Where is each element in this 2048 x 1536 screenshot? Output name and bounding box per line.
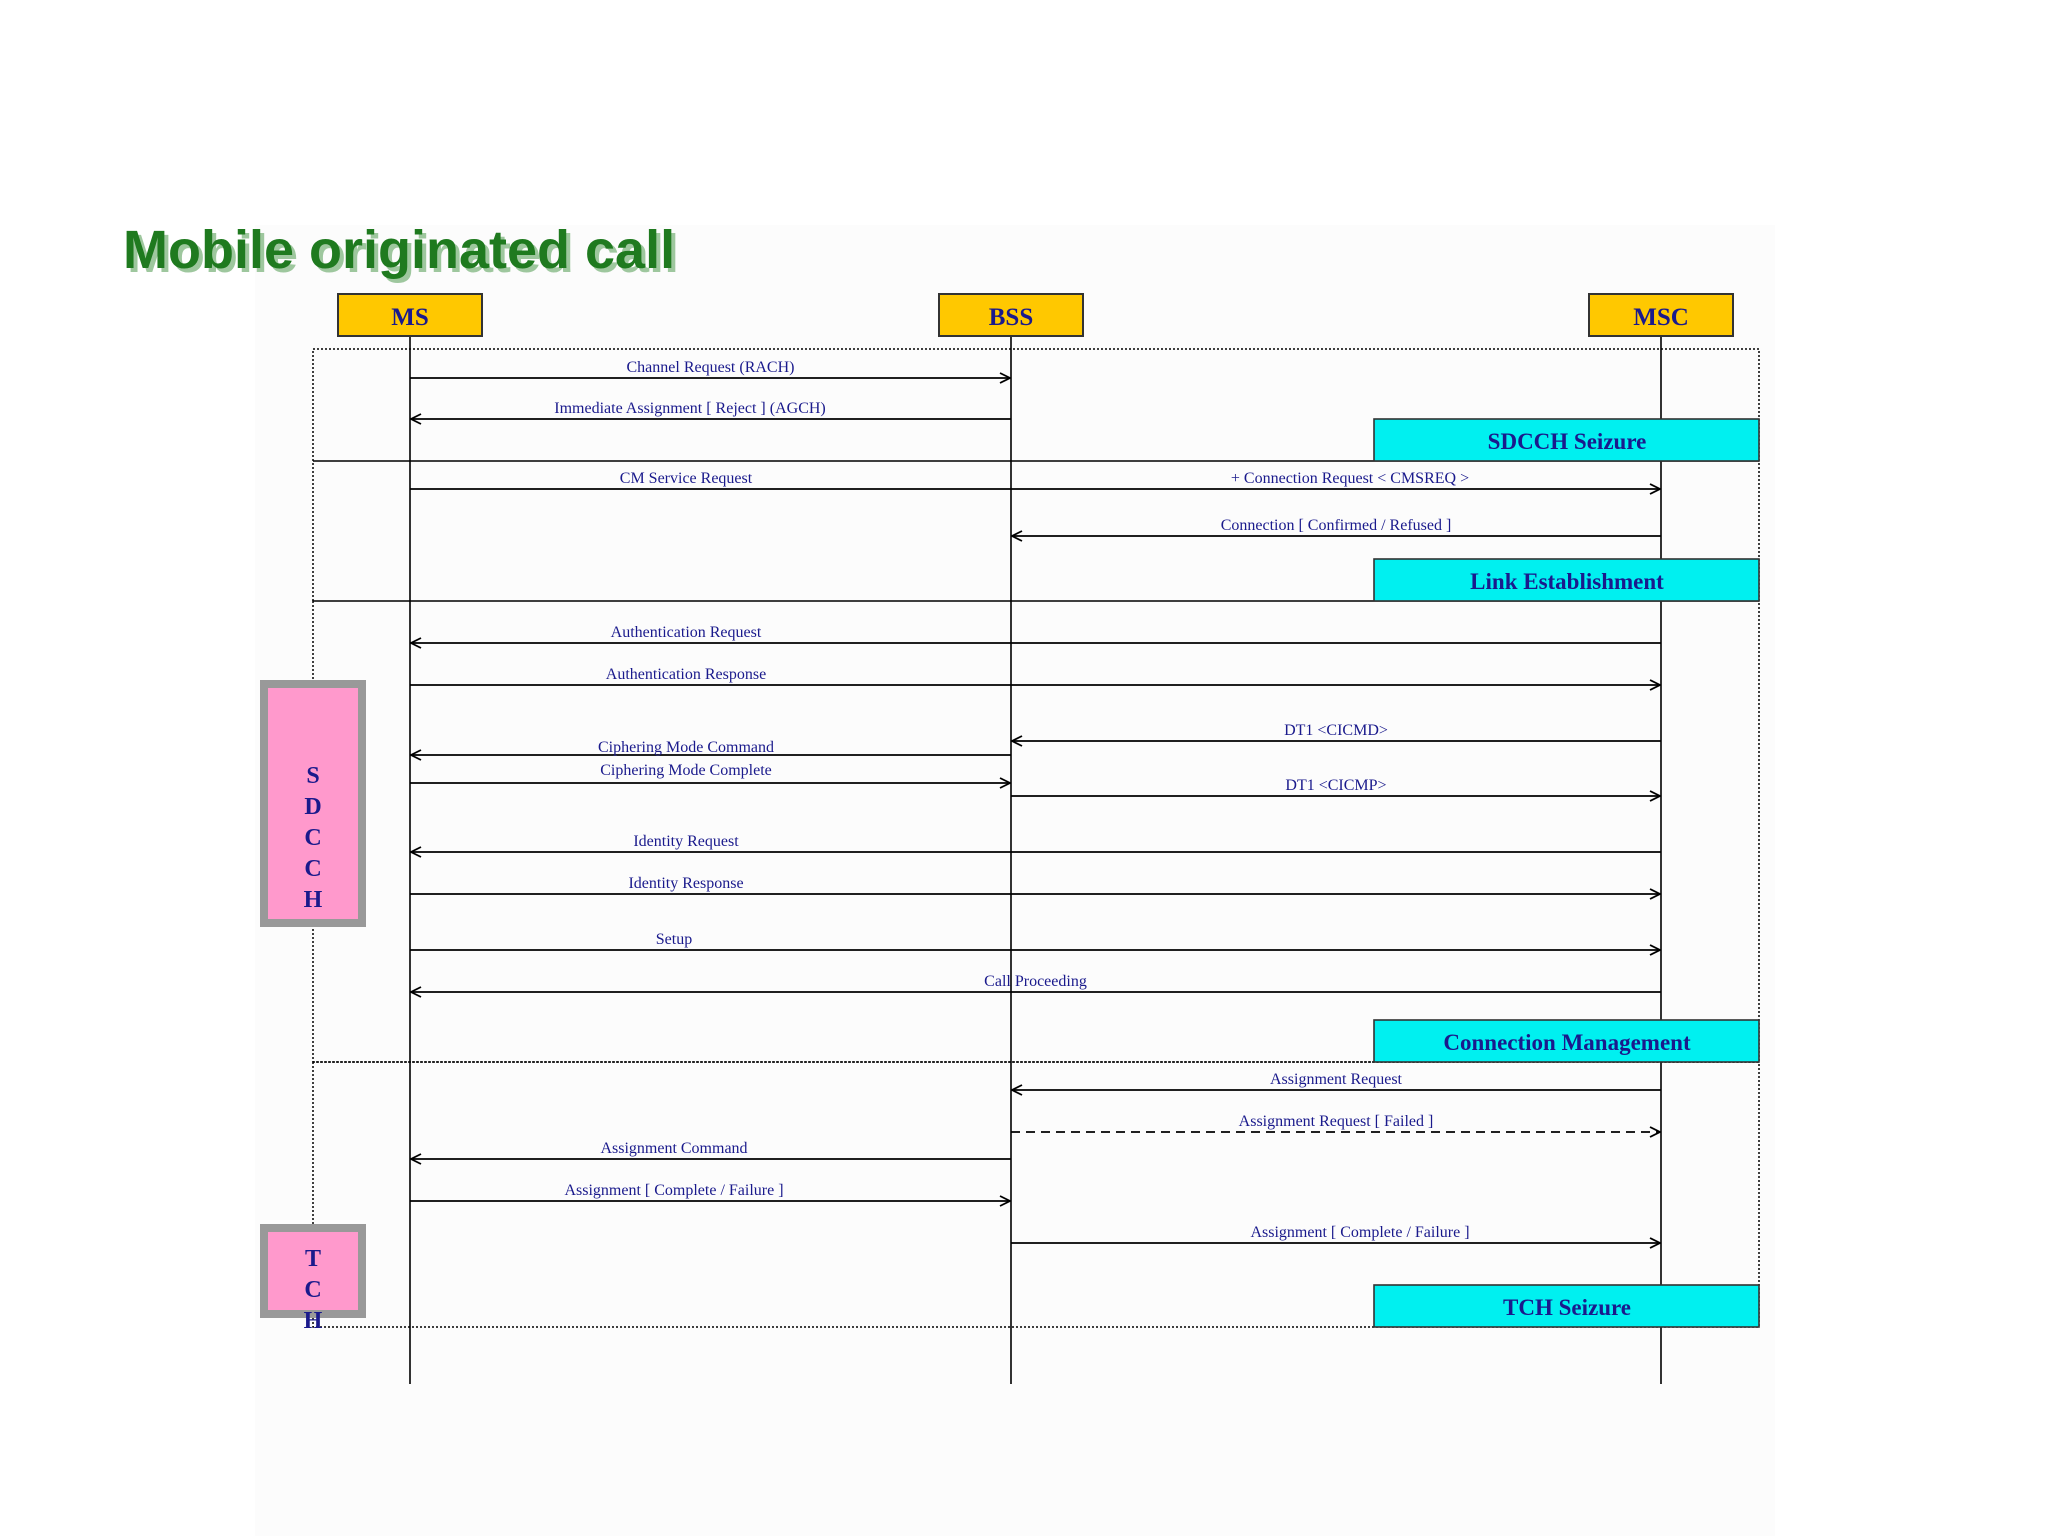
channel-letter: H: [304, 1308, 323, 1334]
entity-bss: BSS: [938, 293, 1084, 337]
channel-tch: TCH: [260, 1224, 366, 1334]
entity-msc: MSC: [1588, 293, 1734, 337]
message-ciphering-mode-complete: Ciphering Mode Complete: [410, 762, 1010, 783]
message-cm-service-request: CM Service Request: [410, 470, 1660, 489]
phase-frame: [312, 348, 1760, 462]
message-authentication-request: Authentication Request: [411, 624, 1661, 643]
message-label: Ciphering Mode Complete: [600, 762, 772, 779]
message-label: Assignment [ Complete / Failure ]: [564, 1182, 783, 1199]
entity-label: MSC: [1633, 304, 1689, 331]
message-label: Call Proceeding: [984, 973, 1087, 990]
message-label: Ciphering Mode Command: [598, 739, 774, 756]
messages: Channel Request (RACH) Immediate Assignme…: [410, 359, 1661, 1243]
phase-frame: [312, 1061, 1760, 1328]
entity-box: [1588, 293, 1734, 337]
message-assignment-complete-bss: Assignment [ Complete / Failure ]: [1011, 1224, 1660, 1243]
phase-box: [1373, 1019, 1760, 1063]
message-label: Channel Request (RACH): [627, 359, 795, 376]
message-authentication-response: Authentication Response: [410, 666, 1660, 685]
message-label: Identity Response: [628, 875, 743, 892]
message-label: CM Service Request: [620, 470, 753, 487]
phase-sdcch-seizure: SDCCH Seizure: [1373, 418, 1760, 462]
entity-label: BSS: [989, 304, 1033, 331]
phase-box: [1373, 558, 1760, 602]
page-title: Mobile originated call: [123, 220, 675, 280]
message-immediate-assignment: Immediate Assignment [ Reject ] (AGCH): [411, 400, 1011, 419]
message-setup: Setup: [410, 931, 1660, 950]
channel-letter: C: [304, 1277, 321, 1303]
phase-label: Connection Management: [1443, 1030, 1691, 1055]
channel-box: [260, 680, 366, 927]
entity-box: [938, 293, 1084, 337]
channel-box: [260, 1224, 366, 1318]
entity-ms: MS: [337, 293, 483, 337]
message-label: + Connection Request < CMSREQ >: [1231, 470, 1469, 487]
channel-sdcch: SDCCH: [260, 680, 366, 927]
message-identity-response: Identity Response: [410, 875, 1660, 894]
phase-frame: [312, 600, 1760, 1063]
message-label: Connection [ Confirmed / Refused ]: [1221, 517, 1452, 534]
phase-frames: [312, 348, 1760, 1328]
phase-tch-seizure: TCH Seizure: [1373, 1284, 1760, 1328]
message-label: Authentication Response: [606, 666, 766, 683]
message-label: Assignment Request [ Failed ]: [1239, 1113, 1434, 1130]
entity-headers: MS BSS MSC: [337, 293, 1734, 337]
message-assignment-complete-ms: Assignment [ Complete / Failure ]: [410, 1182, 1010, 1201]
channel-letter: C: [304, 825, 321, 851]
message-call-proceeding: Call Proceeding: [411, 973, 1661, 992]
channel-letter: S: [306, 763, 319, 789]
message-dt1-cicmp: DT1 <CICMP>: [1011, 777, 1660, 796]
message-label: Assignment Command: [600, 1140, 747, 1157]
phase-label: SDCCH Seizure: [1488, 429, 1647, 454]
message-label: Setup: [656, 931, 692, 948]
message-assignment-request: Assignment Request: [1012, 1071, 1661, 1090]
channel-letter: T: [305, 1246, 321, 1272]
phase-label: TCH Seizure: [1503, 1295, 1631, 1320]
message-label: Assignment [ Complete / Failure ]: [1250, 1224, 1469, 1241]
phase-link-establishment: Link Establishment: [1373, 558, 1760, 602]
phase-box: [1373, 1284, 1760, 1328]
message-assignment-command: Assignment Command: [411, 1140, 1011, 1159]
entity-box: [337, 293, 483, 337]
phase-box: [1373, 418, 1760, 462]
message-label: Immediate Assignment [ Reject ] (AGCH): [554, 400, 826, 417]
message-label: Authentication Request: [611, 624, 762, 641]
lifelines: [409, 336, 1662, 1384]
channel-letter: H: [304, 887, 323, 913]
message-assignment-request-failed: Assignment Request [ Failed ]: [1011, 1113, 1660, 1132]
message-label: Identity Request: [633, 833, 739, 850]
message-connection-confirmed: Connection [ Confirmed / Refused ]: [1012, 517, 1661, 536]
message-label: DT1 <CICMD>: [1284, 722, 1388, 739]
message-label: DT1 <CICMP>: [1285, 777, 1386, 794]
phase-connection-management: Connection Management: [1373, 1019, 1760, 1063]
message-label: Assignment Request: [1270, 1071, 1403, 1088]
message-identity-request: Identity Request: [411, 833, 1661, 852]
entity-label: MS: [391, 304, 429, 331]
message-ciphering-mode-command: Ciphering Mode Command: [411, 739, 1011, 756]
title-shadow: Mobile originated call: [127, 224, 679, 284]
phase-label: Link Establishment: [1470, 569, 1664, 594]
message-channel-request: Channel Request (RACH): [410, 359, 1010, 378]
message-connection-request: + Connection Request < CMSREQ >: [1231, 470, 1469, 487]
channel-letter: D: [304, 794, 321, 820]
message-dt1-cicmd: DT1 <CICMD>: [1012, 722, 1661, 741]
channel-letter: C: [304, 856, 321, 882]
phase-frame: [312, 460, 1760, 602]
